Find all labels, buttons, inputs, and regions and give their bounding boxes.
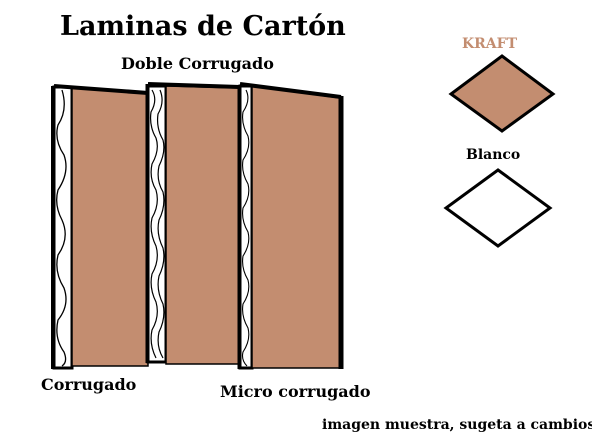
label-doble-corrugado: Doble Corrugado — [121, 54, 274, 73]
disclaimer-note: imagen muestra, sugeta a cambios — [322, 417, 592, 433]
doble-corrugado-flute-line-a — [149, 89, 158, 359]
sheet-micro-corrugado — [237, 82, 344, 370]
corrugado-flute-line — [56, 89, 67, 367]
legend-blanco-label: Blanco — [466, 147, 521, 163]
micro-corrugado-kraft-face — [251, 85, 341, 369]
blanco-swatch-diamond — [443, 168, 553, 248]
micro-corrugado-flute-line — [241, 89, 250, 367]
doble-corrugado-flute-line-b — [156, 89, 165, 359]
kraft-swatch-diamond — [448, 54, 556, 133]
doble-corrugado-kraft-face — [165, 85, 241, 365]
label-corrugado: Corrugado — [41, 375, 137, 394]
sheet-doble-corrugado — [145, 82, 241, 365]
legend-kraft-label: KRAFT — [462, 36, 518, 52]
corrugado-kraft-face — [71, 86, 149, 367]
label-micro-corrugado: Micro corrugado — [220, 382, 371, 401]
page-title: Laminas de Cartón — [60, 11, 346, 42]
sheet-corrugado — [51, 84, 149, 370]
